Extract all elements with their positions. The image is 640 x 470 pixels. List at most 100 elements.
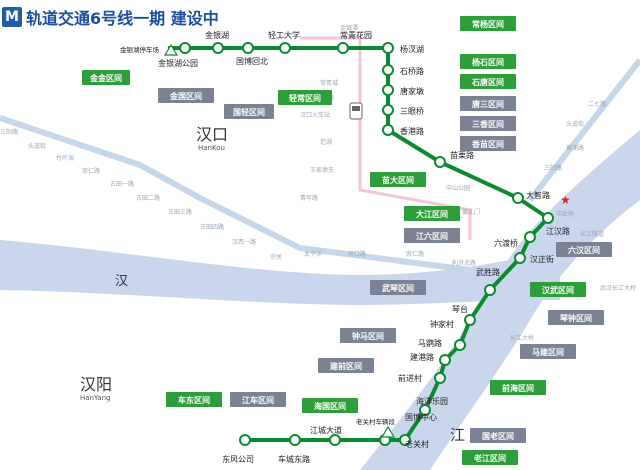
- svg-text:建前区间: 建前区间: [329, 361, 362, 371]
- section-label-guolao[interactable]: 国老区间: [470, 428, 526, 443]
- faded-station-r_c: 黄浦路: [566, 144, 584, 152]
- section-label-jinguo[interactable]: 金国区间: [158, 88, 214, 103]
- svg-text:金国区间: 金国区间: [169, 91, 202, 101]
- section-label-sanxiang[interactable]: 三香区间: [460, 116, 516, 131]
- section-label-guoqing[interactable]: 国轻区间: [224, 104, 274, 119]
- section-label-majian[interactable]: 马建区间: [520, 344, 576, 359]
- section-label-yangshi[interactable]: 杨石区间: [460, 54, 516, 69]
- depot-label-laoguan_depot: 老关村车辆段: [356, 417, 396, 426]
- station-label-qintai: 琴台: [452, 304, 468, 314]
- station-label-jianghan_lu: 江汉路: [546, 226, 570, 236]
- station-label-guobohui_bei: 国博回北: [236, 56, 268, 66]
- section-label-wuqin[interactable]: 武琴区间: [370, 280, 426, 295]
- station-marker-haiyang_leyuan[interactable]: [399, 434, 411, 446]
- metro-logo: M: [2, 7, 22, 27]
- station-marker-qinggong_daxue[interactable]: [279, 42, 291, 54]
- station-marker-sanyanqiao[interactable]: [382, 104, 394, 116]
- section-label-zhongma[interactable]: 钟马区间: [340, 328, 396, 343]
- faded-station-r_f: 长江隧道: [580, 230, 604, 238]
- faded-station-r_h: 长江大桥: [510, 334, 534, 342]
- section-label-tangsan[interactable]: 唐三区间: [460, 96, 516, 111]
- station-label-sanyanqiao: 三眼桥: [400, 106, 424, 116]
- section-label-dajiang[interactable]: 大江区间: [404, 206, 460, 221]
- train-station-icon: [349, 102, 363, 120]
- section-label-miaoda[interactable]: 苗大区间: [370, 172, 426, 187]
- svg-text:国轻区间: 国轻区间: [233, 107, 265, 117]
- svg-text:大江区间: 大江区间: [416, 209, 448, 219]
- station-marker-miaoli_lu[interactable]: [434, 156, 446, 168]
- station-marker-liuduqiao[interactable]: [524, 231, 536, 243]
- section-label-jianqian[interactable]: 建前区间: [318, 358, 374, 373]
- section-label-laojiang[interactable]: 老江区间: [462, 450, 518, 465]
- map-title: 轨道交通6号线一期 建设中: [26, 9, 219, 28]
- faded-station-l2_i: 循礼门: [462, 208, 480, 216]
- faded-station-r_b: 头道街: [566, 120, 584, 128]
- faded-station-l2_h: 中山公园: [446, 184, 470, 192]
- faded-station-l2_g: 青年路: [300, 194, 318, 202]
- station-label-zhongjia_cun: 钟家村: [430, 319, 454, 329]
- section-label-hanwu[interactable]: 汉武区间: [530, 282, 586, 297]
- station-label-mayingLu: 马鹦路: [418, 338, 442, 348]
- station-marker-guobohui_bei[interactable]: [242, 42, 254, 54]
- station-label-xianggang_lu: 香港路: [400, 126, 424, 136]
- svg-text:海国区间: 海国区间: [314, 401, 346, 411]
- river-label-jiang: 江: [450, 426, 465, 444]
- station-marker-qianjin_cun[interactable]: [419, 404, 431, 416]
- section-label-shitang[interactable]: 石唐区间: [460, 74, 516, 89]
- faded-station-l2_e: 范湖: [320, 138, 332, 146]
- section-label-haiguo[interactable]: 海国区间: [302, 398, 358, 413]
- station-marker-jinyinhu[interactable]: [212, 42, 224, 54]
- station-marker-changqing_huayuan[interactable]: [337, 42, 349, 54]
- station-marker-checheng_donglu[interactable]: [289, 434, 301, 446]
- faded-station-l2_b: 常青城: [320, 79, 338, 87]
- svg-text:三香区间: 三香区间: [472, 119, 504, 129]
- station-marker-jiangang_lu[interactable]: [434, 372, 446, 384]
- station-marker-qintai[interactable]: [464, 314, 476, 326]
- station-label-miaoli_lu: 苗栗路: [450, 150, 474, 160]
- section-label-xiangmiao[interactable]: 香苗区间: [460, 136, 516, 151]
- station-marker-jiangcheng_dadao[interactable]: [329, 434, 341, 446]
- station-marker-zhongjia_cun[interactable]: [454, 339, 466, 351]
- svg-text:前海区间: 前海区间: [502, 383, 534, 393]
- svg-text:车东区间: 车东区间: [178, 395, 210, 405]
- station-marker-dongfeng_gongsi[interactable]: [239, 434, 251, 446]
- station-label-shiqiao_lu: 石桥路: [400, 66, 424, 76]
- station-marker-tangjiadun[interactable]: [382, 84, 394, 96]
- station-marker-jinyinhu_park[interactable]: [179, 42, 191, 54]
- section-label-jiangche[interactable]: 江车区间: [230, 392, 286, 407]
- section-label-qianhai[interactable]: 前海区间: [490, 380, 546, 395]
- station-marker-xianggang_lu[interactable]: [382, 124, 394, 136]
- section-label-liuhan[interactable]: 六汉区间: [556, 242, 612, 257]
- section-label-changyang[interactable]: 常杨区间: [460, 16, 516, 31]
- svg-text:琴钟区间: 琴钟区间: [559, 313, 592, 323]
- station-label-dongfeng_gongsi: 东风公司: [222, 454, 254, 464]
- section-label-jinjin[interactable]: 金金区间: [82, 70, 130, 85]
- line2-faded-track: [300, 36, 472, 240]
- svg-text:六汉区间: 六汉区间: [568, 245, 600, 255]
- station-marker-mayingLu[interactable]: [439, 354, 451, 366]
- faded-station-l2_f: 王家墩东: [310, 166, 334, 174]
- section-label-qinzhong[interactable]: 琴钟区间: [548, 310, 604, 325]
- section-label-qingchang[interactable]: 轻常区间: [278, 90, 332, 105]
- svg-text:钟马区间: 钟马区间: [352, 331, 384, 341]
- svg-text:国老区间: 国老区间: [482, 431, 514, 441]
- faded-station-r_e: 市政府: [556, 210, 574, 218]
- station-label-jiangang_lu: 建港路: [410, 352, 434, 362]
- depot-triangle-icon: [380, 425, 396, 438]
- station-label-haiyang_leyuan: 海洋乐园: [416, 396, 448, 406]
- station-marker-yangcha_hu[interactable]: [382, 42, 394, 54]
- section-label-chedong[interactable]: 车东区间: [166, 392, 222, 407]
- faded-station-l1_c: 竹叶海: [56, 154, 74, 162]
- svg-text:武琴区间: 武琴区间: [382, 283, 414, 293]
- station-label-jinyinhu: 金银湖: [205, 30, 229, 40]
- section-label-jiangliu[interactable]: 江六区间: [404, 228, 460, 243]
- station-marker-hanzheng_jie[interactable]: [514, 252, 526, 264]
- station-marker-dazhi_lu[interactable]: [512, 192, 524, 204]
- station-marker-jianghan_lu[interactable]: [542, 212, 554, 224]
- faded-station-l1_g: 古田三路: [168, 208, 192, 216]
- faded-station-l1_m: 崇仁路: [406, 250, 424, 258]
- river-label-han: 汉: [115, 274, 128, 289]
- station-marker-wusheng_lu[interactable]: [484, 284, 496, 296]
- station-marker-shiqiao_lu[interactable]: [382, 64, 394, 76]
